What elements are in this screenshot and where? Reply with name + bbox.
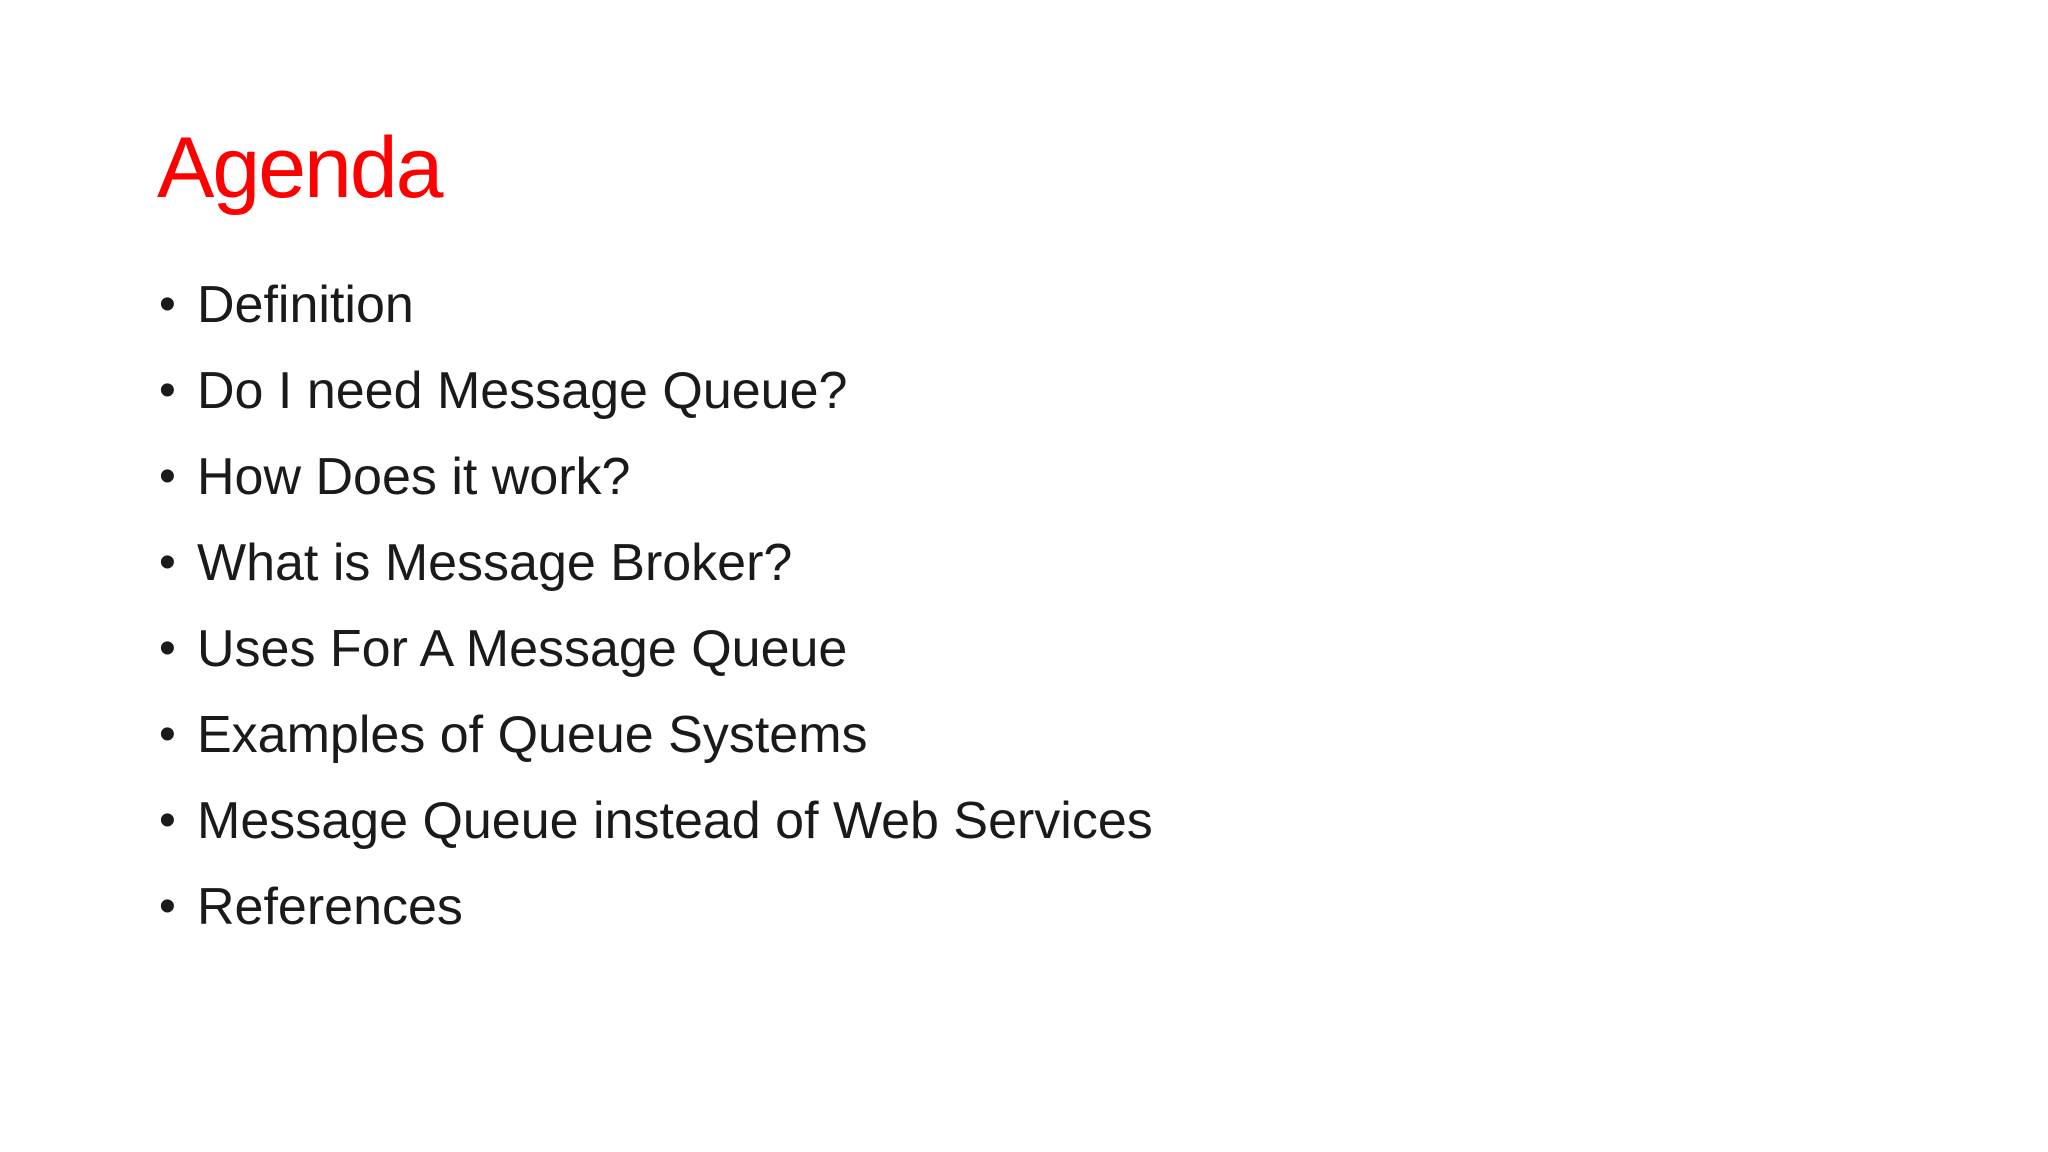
bullet-icon: • bbox=[159, 622, 176, 675]
list-item: • What is Message Broker? bbox=[157, 520, 1153, 606]
list-item: • Uses For A Message Queue bbox=[157, 606, 1153, 692]
list-item: • Message Queue instead of Web Services bbox=[157, 778, 1153, 864]
list-item-text: References bbox=[197, 878, 463, 936]
list-item-text: How Does it work? bbox=[197, 448, 631, 506]
list-item-text: Message Queue instead of Web Services bbox=[197, 792, 1153, 850]
bullet-icon: • bbox=[159, 880, 176, 933]
bullet-icon: • bbox=[159, 794, 176, 847]
list-item: • References bbox=[157, 864, 1153, 950]
agenda-list: • Definition • Do I need Message Queue? … bbox=[157, 262, 1153, 950]
bullet-icon: • bbox=[159, 450, 176, 503]
slide-title: Agenda bbox=[157, 120, 444, 216]
bullet-icon: • bbox=[159, 278, 176, 331]
list-item-text: Do I need Message Queue? bbox=[197, 362, 848, 420]
bullet-icon: • bbox=[159, 536, 176, 589]
list-item-text: Definition bbox=[197, 276, 414, 334]
bullet-icon: • bbox=[159, 364, 176, 417]
list-item: • Examples of Queue Systems bbox=[157, 692, 1153, 778]
list-item: • Definition bbox=[157, 262, 1153, 348]
list-item-text: What is Message Broker? bbox=[197, 534, 793, 592]
list-item-text: Uses For A Message Queue bbox=[197, 620, 848, 678]
list-item: • Do I need Message Queue? bbox=[157, 348, 1153, 434]
bullet-icon: • bbox=[159, 708, 176, 761]
list-item: • How Does it work? bbox=[157, 434, 1153, 520]
list-item-text: Examples of Queue Systems bbox=[197, 706, 868, 764]
